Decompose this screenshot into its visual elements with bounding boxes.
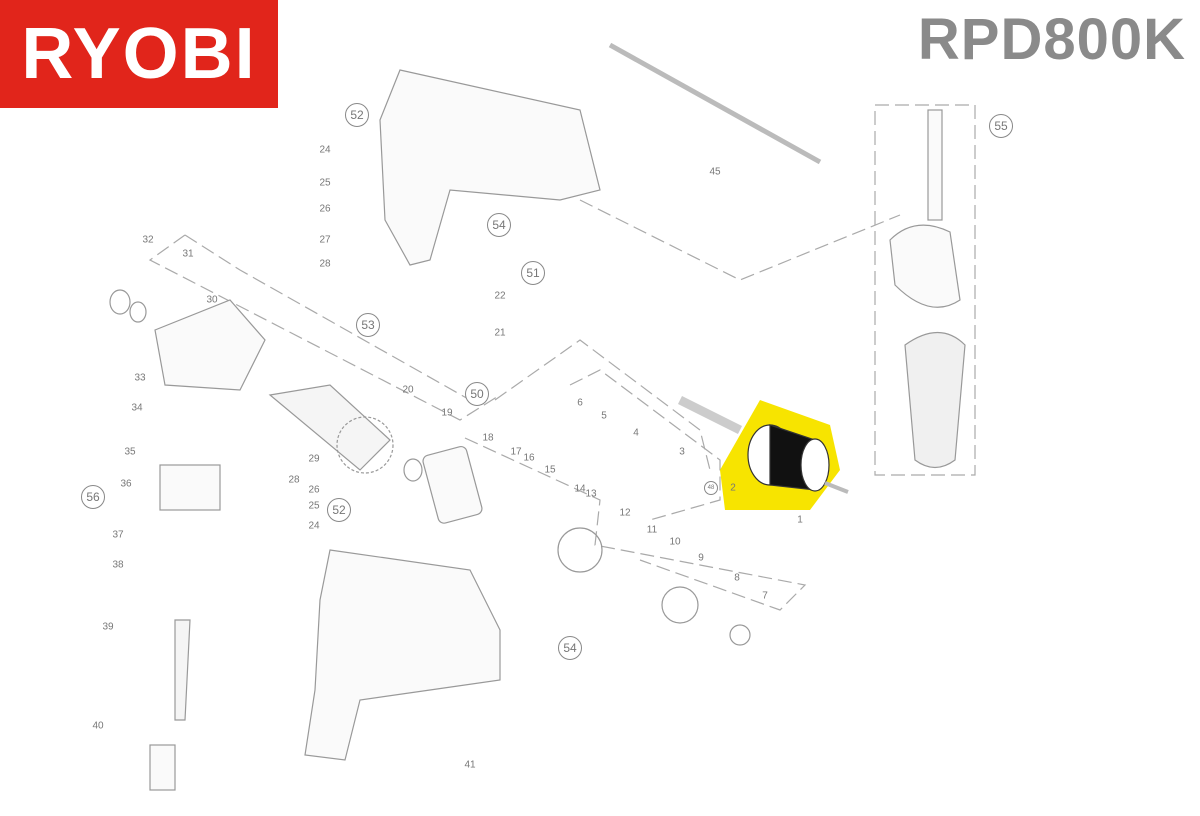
stator — [154, 299, 266, 391]
part-number-label: 11 — [646, 524, 658, 536]
assembly-callout: 54 — [558, 636, 582, 660]
part-number-label: 15 — [544, 464, 556, 476]
part-number-label: 33 — [134, 372, 146, 384]
assembly-callout: 48 — [704, 481, 718, 495]
part-number-label: 28 — [288, 474, 300, 486]
handle-clamp — [889, 224, 961, 308]
part-number-label: 21 — [494, 327, 506, 339]
part-number-label: 6 — [577, 397, 583, 409]
switch — [159, 464, 221, 511]
part-number-label: 22 — [494, 290, 506, 302]
model-title: RPD800K — [917, 7, 1186, 72]
part-number-label: 31 — [182, 248, 194, 260]
part-number-label: 20 — [402, 384, 414, 396]
part-number-label: 13 — [585, 488, 597, 500]
side-handle-grip — [904, 332, 966, 469]
part-number-label: 25 — [308, 500, 320, 512]
washer-7 — [729, 624, 751, 646]
part-number-label: 17 — [510, 446, 522, 458]
part-number-label: 3 — [679, 446, 685, 458]
assembly-callout: 52 — [327, 498, 351, 522]
assembly-callout: 56 — [81, 485, 105, 509]
bearing-19 — [403, 458, 423, 482]
part-number-label: 14 — [574, 483, 586, 495]
part-number-label: 18 — [482, 432, 494, 444]
part-number-label: 26 — [319, 203, 331, 215]
assembly-callout: 52 — [345, 103, 369, 127]
part-number-label: 16 — [523, 452, 535, 464]
part-number-label: 19 — [441, 407, 453, 419]
part-number-label: 29 — [308, 453, 320, 465]
part-number-label: 5 — [601, 410, 607, 422]
assembly-callout: 51 — [521, 261, 545, 285]
part-number-label: 9 — [698, 552, 704, 564]
part-number-label: 34 — [131, 402, 143, 414]
assembly-guides — [148, 104, 976, 611]
part-number-label: 25 — [319, 177, 331, 189]
part-number-label: 41 — [464, 759, 476, 771]
part-number-label: 37 — [112, 529, 124, 541]
part-number-label: 26 — [308, 484, 320, 496]
part-number-label: 30 — [206, 294, 218, 306]
part-number-label: 36 — [120, 478, 132, 490]
part-number-label: 27 — [319, 234, 331, 246]
cord-guard — [174, 619, 191, 721]
bearing-32 — [109, 289, 131, 315]
part-number-label: 32 — [142, 234, 154, 246]
spindle — [677, 395, 743, 435]
part-number-label: 1 — [797, 514, 803, 526]
fan — [336, 416, 394, 474]
part-number-label: 12 — [619, 507, 631, 519]
part-number-label: 45 — [709, 166, 721, 178]
ring-9 — [661, 586, 699, 624]
bearing-31 — [129, 301, 147, 323]
housing-half-upper — [379, 69, 601, 266]
chuck-front — [800, 438, 830, 492]
part-number-label: 28 — [319, 258, 331, 270]
part-number-label: 2 — [730, 482, 736, 494]
gear-plate — [422, 445, 483, 524]
ryobi-logo: RYOBI — [0, 0, 278, 108]
assembly-callout: 55 — [989, 114, 1013, 138]
plug — [149, 744, 176, 791]
part-number-label: 4 — [633, 427, 639, 439]
chuck-screw — [824, 481, 849, 494]
part-number-label: 10 — [669, 536, 681, 548]
brand-text: RYOBI — [21, 14, 257, 94]
part-number-label: 24 — [308, 520, 320, 532]
gear-12 — [557, 527, 603, 573]
part-number-label: 40 — [92, 720, 104, 732]
part-number-label: 8 — [734, 572, 740, 584]
armature — [268, 384, 391, 471]
handle-bolt — [927, 109, 943, 221]
part-number-label: 24 — [319, 144, 331, 156]
housing-half-lower — [304, 549, 501, 761]
assembly-callout: 53 — [356, 313, 380, 337]
part-number-label: 38 — [112, 559, 124, 571]
side-rod — [608, 42, 822, 165]
part-number-label: 39 — [102, 621, 114, 633]
assembly-callout: 54 — [487, 213, 511, 237]
part-number-label: 35 — [124, 446, 136, 458]
part-number-label: 7 — [762, 590, 768, 602]
assembly-callout: 50 — [465, 382, 489, 406]
